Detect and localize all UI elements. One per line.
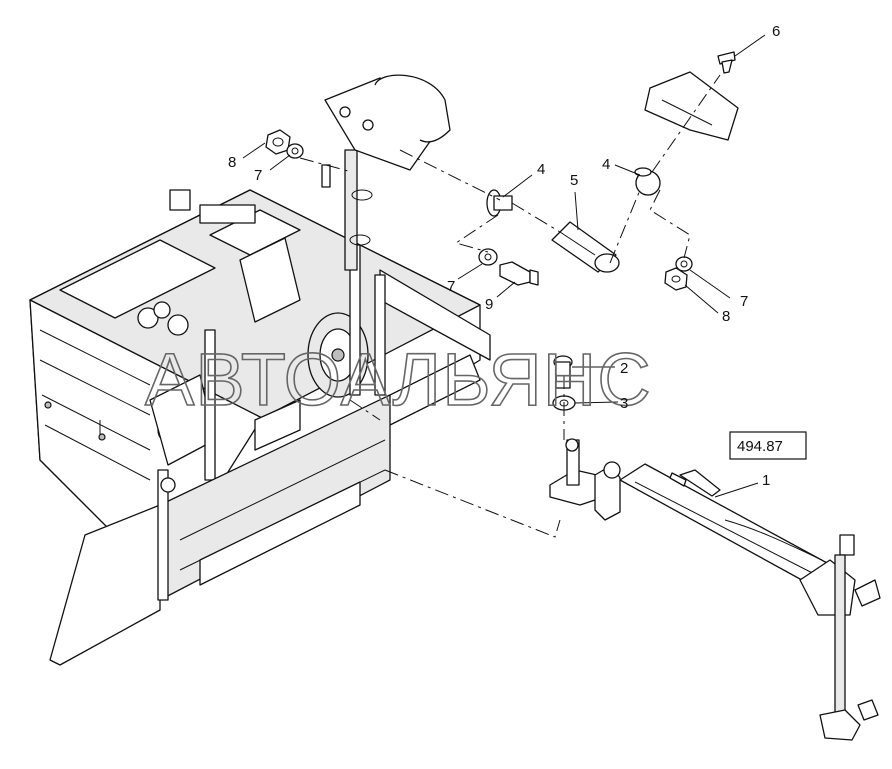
callout-7-upper: 7 [254, 167, 262, 184]
bolt-2 [553, 355, 573, 389]
crank-assembly [321, 74, 451, 271]
end-gate [49, 394, 391, 666]
callout-5: 5 [570, 172, 578, 189]
callout-9: 9 [485, 296, 493, 313]
assembly-lines [299, 74, 721, 538]
callout-7-right: 7 [740, 293, 748, 310]
callout-2: 2 [620, 360, 628, 377]
flange-4-right [634, 167, 661, 196]
washer-7-upper [286, 143, 304, 159]
callout-3: 3 [620, 395, 628, 412]
watermark-text: АВТОАЛЬЯНС [145, 338, 652, 421]
reference-box: 494.87 [729, 431, 807, 460]
callout-8-right: 8 [722, 308, 730, 325]
nut-8-right [664, 267, 688, 291]
callout-7-middle: 7 [447, 278, 455, 295]
reference-code: 494.87 [737, 438, 783, 455]
flange-4-left [486, 189, 513, 217]
sensor-arm-1 [549, 438, 881, 741]
callout-4-left: 4 [537, 161, 545, 178]
callout-4-right: 4 [602, 156, 610, 173]
callouts: 6 8 7 4 5 4 7 9 7 8 2 3 1 [228, 23, 780, 489]
leader-lines [242, 34, 766, 498]
washer-7-middle [478, 248, 498, 266]
cover-plate [644, 71, 739, 141]
callout-8-upper: 8 [228, 154, 236, 171]
screw-6 [717, 51, 736, 74]
bolt-9 [499, 261, 539, 286]
callout-1: 1 [762, 472, 770, 489]
callout-6: 6 [772, 23, 780, 40]
sleeve-5 [551, 221, 620, 273]
